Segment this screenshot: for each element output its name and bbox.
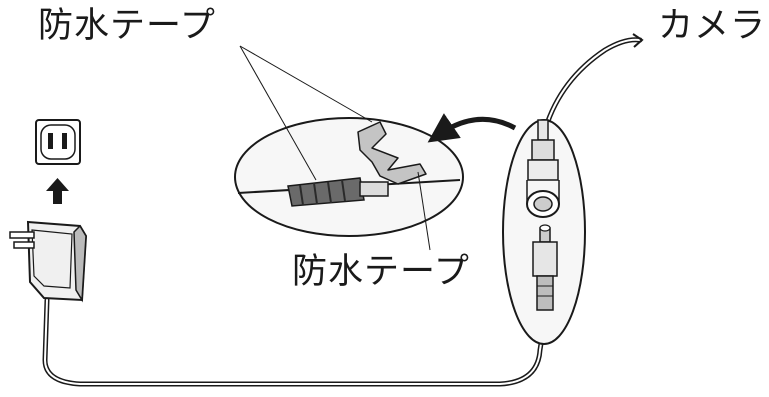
camera-cable [542,37,643,133]
wall-outlet-icon [35,119,81,165]
power-adapter-icon [9,220,88,303]
camera-label: カメラ [658,6,767,46]
connector-detail [502,119,586,345]
tape-detail [234,117,464,237]
waterproof-tape-label-bottom: 防水テープ [292,252,470,292]
detail-arrow [427,113,517,143]
up-arrow-icon [46,178,69,204]
leader-lines [239,45,431,251]
power-cable [42,297,549,387]
waterproof-tape-label-top: 防水テープ [38,6,216,46]
